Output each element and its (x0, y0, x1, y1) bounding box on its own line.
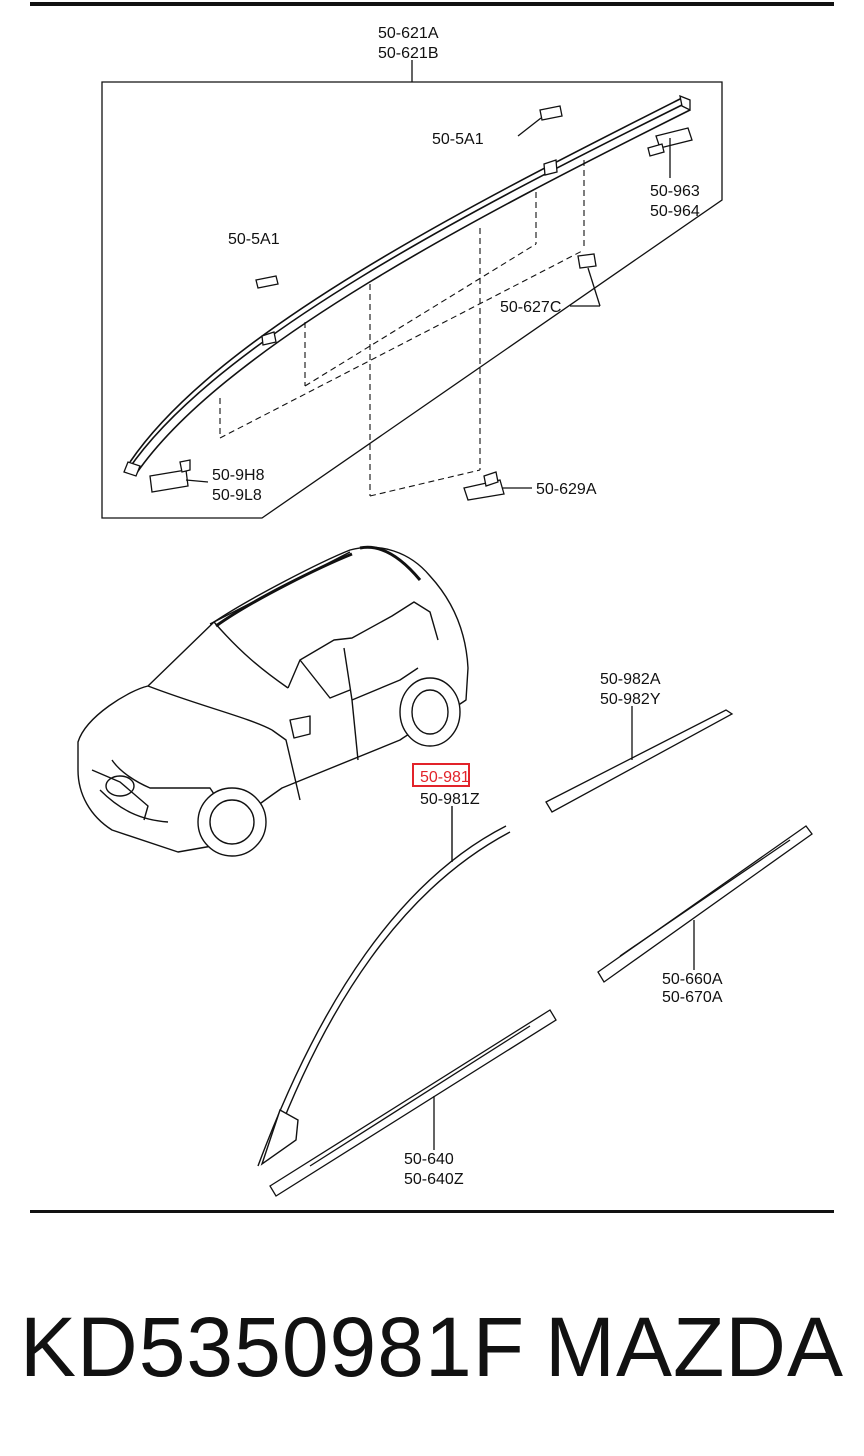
label-molding-981-highlighted: 50-981 (420, 769, 470, 786)
molding-50-640 (269, 1009, 557, 1197)
clip-50-629A (463, 471, 532, 501)
brand-name: MAZDA (545, 1299, 844, 1394)
label-molding-982-a: 50-982A (600, 671, 661, 688)
label-clip-rear: 50-5A1 (432, 131, 484, 148)
roof-rail-assembly (101, 60, 723, 519)
parts-diagram: 50-621A 50-621B 50-5A1 50-963 50-964 50-… (77, 25, 813, 1197)
molding-50-660 (597, 825, 813, 983)
bottom-rule (30, 1210, 834, 1213)
label-molding-660-b: 50-670A (662, 989, 723, 1006)
label-molding-982-b: 50-982Y (600, 691, 661, 708)
label-clip-front: 50-5A1 (228, 231, 280, 248)
label-end-cap-rear-b: 50-964 (650, 203, 700, 220)
end-cap-front (149, 459, 209, 493)
label-end-cap-front-a: 50-9H8 (212, 467, 265, 484)
molding-50-981 (257, 806, 511, 1167)
clip-50-5A1-front (255, 275, 279, 346)
label-roof-rail-a: 50-621A (378, 25, 439, 42)
label-end-cap-rear-a: 50-963 (650, 183, 700, 200)
molding-50-982 (545, 706, 734, 813)
label-roof-rail-b: 50-621B (378, 45, 439, 62)
label-clip-627: 50-627C (500, 299, 561, 316)
highlight-box (412, 763, 470, 787)
vehicle-illustration (77, 545, 469, 857)
label-clip-629: 50-629A (536, 481, 597, 498)
clip-50-627C (570, 253, 601, 307)
label-end-cap-front-b: 50-9L8 (212, 487, 262, 504)
label-molding-660-a: 50-660A (662, 971, 723, 988)
clip-50-5A1-rear (517, 105, 563, 176)
part-number: KD5350981F (20, 1299, 526, 1394)
label-molding-981-b: 50-981Z (420, 791, 480, 808)
part-footer: KD5350981F MAZDA (20, 1292, 844, 1402)
assembly-frame (101, 81, 723, 519)
top-rule (30, 2, 834, 6)
roof-rail (123, 94, 691, 477)
label-molding-640-b: 50-640Z (404, 1171, 464, 1188)
label-molding-640-a: 50-640 (404, 1151, 454, 1168)
guide-lines (219, 160, 585, 497)
end-cap-rear (647, 127, 693, 178)
